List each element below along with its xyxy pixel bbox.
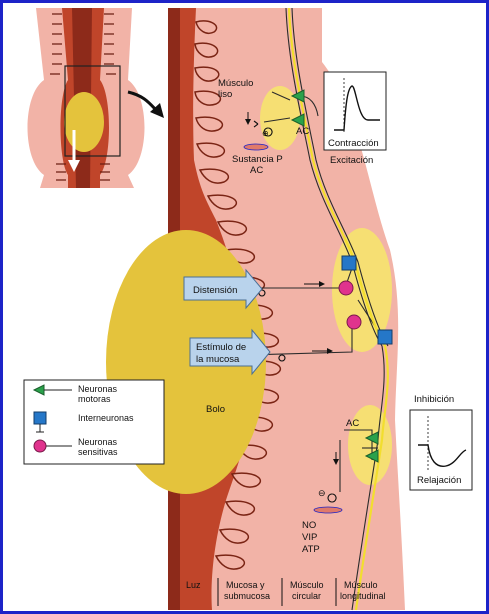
- atp-label: ATP: [302, 544, 320, 555]
- vip-label: VIP: [302, 532, 317, 543]
- sensory-neuron-2-icon: [347, 315, 361, 329]
- contraction-label: Contracción: [328, 138, 379, 149]
- column-mucosa-label-line1: Mucosa y: [226, 580, 265, 590]
- column-mucosa-label-line2: submucosa: [224, 591, 270, 601]
- interneuron-1-icon: [342, 256, 356, 270]
- bolus-label: Bolo: [206, 404, 225, 415]
- column-circular-label-line2: circular: [292, 591, 321, 601]
- inset-esophagus: [28, 8, 145, 188]
- smooth-muscle-label-line1: Músculo: [218, 78, 253, 89]
- legend-motor-label-line2: motoras: [78, 394, 111, 404]
- relaxation-label: Relajación: [417, 475, 461, 486]
- column-longitudinal-label-line2: longitudinal: [340, 591, 386, 601]
- contraction-graph: Contracción: [324, 72, 386, 150]
- distension-label: Distensión: [193, 285, 237, 296]
- ac-label-top: AC: [296, 126, 309, 137]
- interneuron-2-icon: [378, 330, 392, 344]
- excitation-label: Excitación: [330, 155, 373, 166]
- inset-bolus: [64, 92, 104, 152]
- relaxation-graph: Relajación: [410, 410, 472, 490]
- legend-interneuron-label: Interneuronas: [78, 413, 134, 423]
- peristalsis-diagram: ⊕ ⊖ Distensión Estímulo de la mucosa Mús…: [3, 3, 486, 611]
- legend: Neuronas motoras Interneuronas Neuronas …: [24, 380, 164, 464]
- smooth-muscle-label-line2: liso: [218, 89, 232, 100]
- mucosal-stimulus-label-line1: Estímulo de: [196, 342, 246, 353]
- legend-sensory-label-line1: Neuronas: [78, 437, 118, 447]
- legend-motor-label-line1: Neuronas: [78, 384, 118, 394]
- column-circular-label-line1: Músculo: [290, 580, 324, 590]
- inhibition-label: Inhibición: [414, 394, 454, 405]
- legend-sensory-neuron-icon: [34, 440, 46, 452]
- substance-p-label-line1: Sustancia P: [232, 154, 283, 165]
- no-label: NO: [302, 520, 316, 531]
- mucosal-stimulus-label-line2: la mucosa: [196, 354, 240, 365]
- column-lumen-label: Luz: [186, 580, 201, 590]
- svg-text:⊖: ⊖: [318, 488, 326, 498]
- svg-text:⊕: ⊕: [262, 129, 269, 138]
- column-longitudinal-label-line1: Músculo: [344, 580, 378, 590]
- legend-interneuron-icon: [34, 412, 46, 424]
- substance-p-label-line2: AC: [250, 165, 263, 176]
- sensory-neuron-1-icon: [339, 281, 353, 295]
- legend-sensory-label-line2: sensitivas: [78, 447, 118, 457]
- ac-label-bottom: AC: [346, 418, 359, 429]
